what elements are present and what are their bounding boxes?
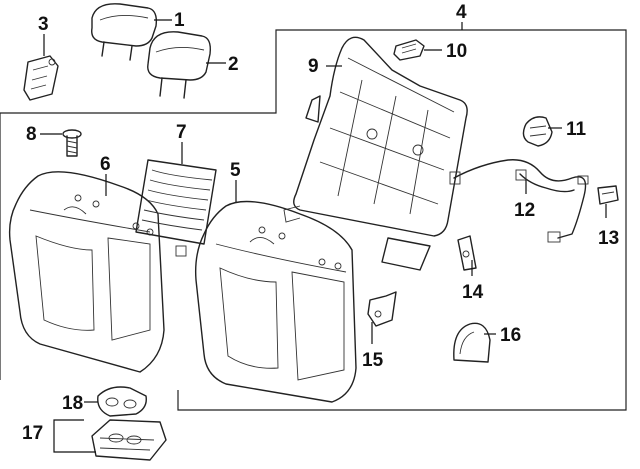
group-frame	[0, 29, 627, 411]
callout-13: 13	[598, 228, 619, 249]
callout-5: 5	[230, 160, 241, 181]
callout-6: 6	[100, 154, 111, 175]
callout-4: 4	[456, 2, 467, 23]
callout-2: 2	[228, 54, 239, 75]
part-clip-10	[393, 39, 425, 61]
callout-9: 9	[308, 56, 319, 77]
part-bolt-8	[62, 129, 82, 157]
part-harness-12	[449, 159, 589, 243]
part-insert-18	[97, 386, 147, 417]
callout-10: 10	[446, 41, 467, 62]
callout-3: 3	[38, 14, 49, 35]
part-trim-cover-16	[453, 322, 491, 363]
callout-11: 11	[566, 119, 587, 140]
callout-18: 18	[62, 393, 83, 414]
callout-1: 1	[174, 10, 185, 31]
part-seatback-frame-9	[283, 36, 468, 271]
callout-14: 14	[462, 282, 484, 303]
part-connector-13	[597, 185, 619, 205]
callout-12: 12	[514, 200, 535, 221]
callout-15: 15	[362, 350, 384, 371]
leader-lines	[40, 19, 607, 453]
part-headrest-1	[91, 3, 158, 61]
part-headrest-2	[147, 31, 212, 99]
callout-16: 16	[500, 325, 521, 346]
callout-7: 7	[176, 122, 187, 143]
part-bracket-3	[23, 55, 59, 101]
part-bracket-14	[457, 235, 477, 271]
callout-8: 8	[26, 124, 37, 145]
part-seat-mat-7	[135, 159, 217, 257]
part-seatback-cover-5	[194, 200, 357, 403]
callout-17: 17	[22, 423, 43, 444]
part-armrest-17	[91, 419, 167, 461]
part-bracket-15	[367, 291, 397, 327]
part-cap-11	[522, 116, 553, 147]
